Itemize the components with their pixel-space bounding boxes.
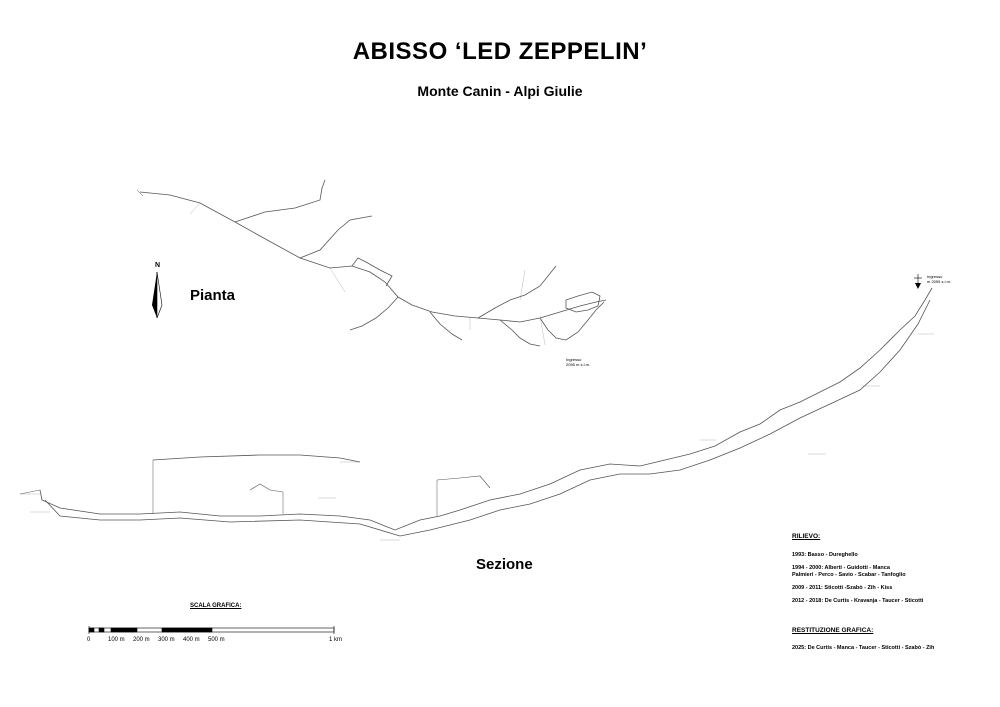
section-view-label: Sezione [476,556,533,573]
rilievo-entry: Palmieri - Perco - Savio - Scabar - Tanf… [792,572,906,578]
north-arrow [152,271,163,319]
map-subtitle: Monte Canin - Alpi Giulie [417,83,583,99]
plan-upper-branch-2 [299,215,373,259]
plan-entrance-name: Ingresso [566,357,582,362]
rilievo-entry: 1993: Basso - Dureghello [792,552,858,558]
plan-lower-branch [349,296,399,331]
plan-bend [351,257,393,287]
section-entrance-altitude: m 2055 s.l.m. [927,279,952,284]
section-entrance-name: Ingresso [927,274,943,279]
restituzione-heading: RESTITUZIONE GRAFICA: [792,627,874,634]
plan-entrance-altitude: 2055 m s.l.m. [566,362,591,367]
section-upper-gallery [152,454,361,463]
scale-tick-400: 400 m [183,637,200,643]
restituzione-entry: 2025: De Curtis - Manca - Taucer - Stico… [792,645,935,651]
section-lower-profile [44,299,931,537]
section-mid-bump [249,483,284,493]
scale-tick-500: 500 m [208,637,225,643]
scale-tick-100: 100 m [108,637,125,643]
plan-entrance-label: Ingresso 2055 m s.l.m. [566,357,590,367]
section-upper-pit [436,475,491,489]
rilievo-entry: 2009 - 2011: Sticotti -Szabò - Zih - Kis… [792,585,893,591]
scale-bar [88,626,335,634]
plan-east-branch [477,265,557,319]
rilievo-entry: 1994 - 2000: Alberti - Guidotti - Manca [792,565,890,571]
scale-tick-200: 200 m [133,637,150,643]
plan-main-passage [139,191,607,323]
scale-tick-300: 300 m [158,637,175,643]
plan-leader-lines [189,202,546,346]
plan-view [136,179,607,347]
plan-loop [565,291,601,313]
rilievo-entry: 2012 - 2018: De Curtis - Kravanja - Tauc… [792,598,924,604]
section-entrance-marker [914,274,922,289]
section-depth-lines [20,333,934,541]
plan-view-label: Pianta [190,287,236,304]
section-view [19,287,933,537]
plan-east-maze [539,301,605,341]
section-left-tail [19,489,41,495]
scale-tick-1km: 1 km [329,637,343,643]
map-title: ABISSO ‘LED ZEPPELIN’ [352,38,648,65]
plan-upper-branch [234,179,326,223]
plan-gallery [429,311,463,341]
rilievo-heading: RILIEVO: [792,533,821,540]
plan-southern-branch [499,319,541,347]
section-main-profile [39,287,933,531]
scale-tick-0: 0 [87,637,91,643]
scale-title: SCALA GRAFICA: [190,603,242,609]
section-entrance-label: Ingresso m 2055 s.l.m. [927,274,951,284]
north-arrow-label: N [155,262,161,269]
